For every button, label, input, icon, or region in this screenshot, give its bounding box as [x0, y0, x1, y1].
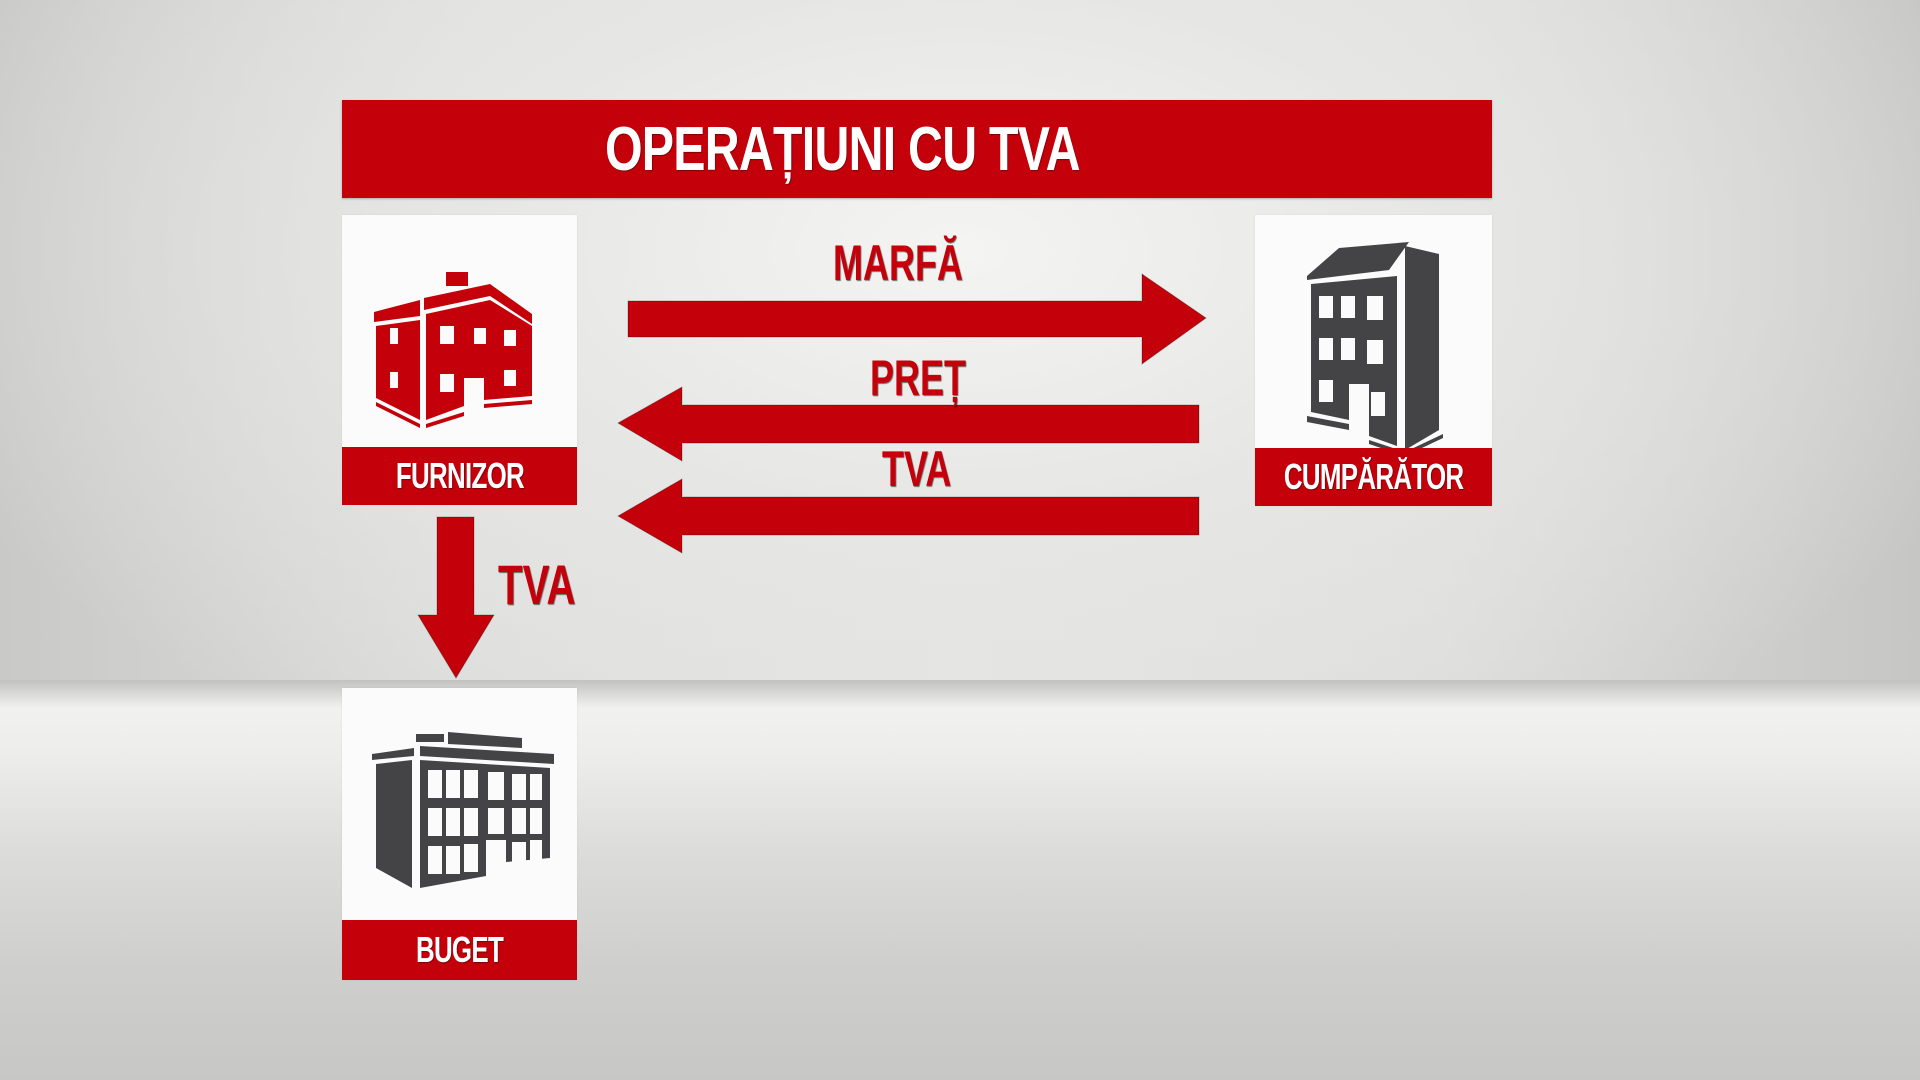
- supplier-label-bar: FURNIZOR: [342, 447, 577, 505]
- buyer-label: CUMPĂRĂTOR: [1283, 456, 1464, 497]
- studio-floor-background: [0, 680, 1920, 1080]
- vat-label-budget: TVA: [498, 553, 576, 616]
- buyer-label-bar: CUMPĂRĂTOR: [1255, 448, 1492, 506]
- apartment-building-icon: [1307, 242, 1443, 450]
- page-title: OPERAȚIUNI CU TVA: [342, 100, 1492, 198]
- price-label: PREȚ: [870, 350, 967, 406]
- budget-label-bar: BUGET: [342, 920, 577, 980]
- vat-arrow-left-icon: [617, 478, 1200, 554]
- goods-label: MARFĂ: [833, 235, 963, 291]
- buyer-card: CUMPĂRĂTOR: [1255, 215, 1492, 506]
- supplier-label: FURNIZOR: [395, 455, 524, 496]
- office-building-icon: [372, 732, 554, 892]
- price-arrow-left-icon: [617, 386, 1200, 462]
- vat-arrow-down-icon: [417, 516, 495, 679]
- vat-label-buyer: TVA: [882, 441, 952, 497]
- budget-label: BUGET: [415, 929, 504, 970]
- supplier-card: FURNIZOR: [342, 215, 577, 505]
- goods-arrow-right-icon: [627, 273, 1207, 365]
- house-icon: [374, 272, 532, 428]
- budget-card: BUGET: [342, 688, 577, 980]
- title-banner: OPERAȚIUNI CU TVA: [342, 100, 1492, 198]
- page-title-text: OPERAȚIUNI CU TVA: [604, 115, 1081, 184]
